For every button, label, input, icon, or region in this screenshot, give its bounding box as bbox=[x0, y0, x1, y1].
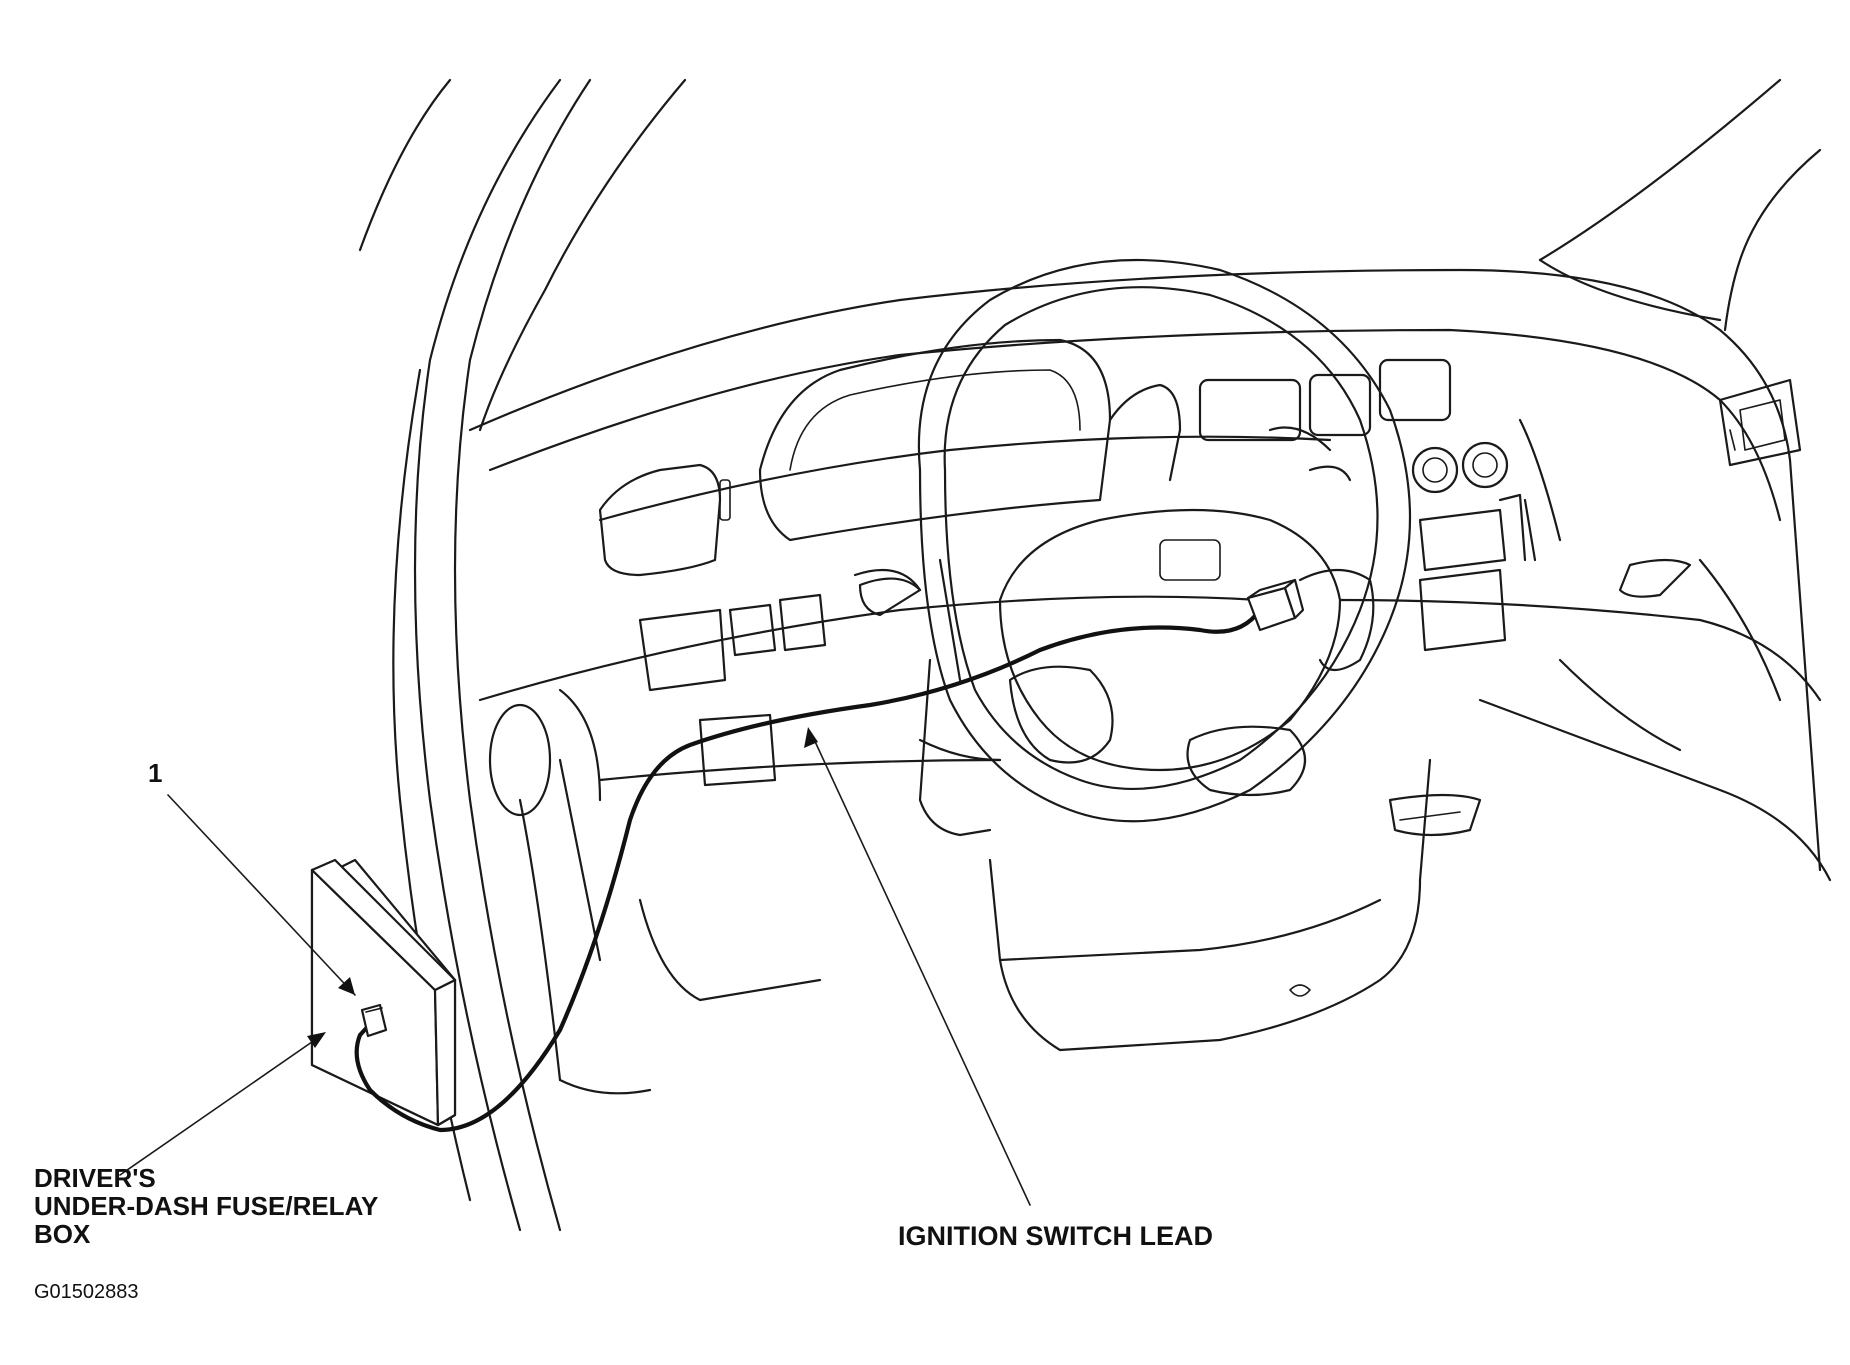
left-switch-panel bbox=[638, 577, 922, 787]
ignition-switch-lead bbox=[354, 607, 1263, 1133]
fuse-box-label-line-3: BOX bbox=[34, 1219, 91, 1249]
windshield-frame bbox=[1538, 78, 1822, 332]
switch-connector-icon bbox=[1246, 578, 1305, 632]
leader-fuse-box bbox=[119, 1032, 326, 1176]
steering-wheel-icon bbox=[917, 258, 1412, 823]
dashboard bbox=[468, 268, 1832, 1095]
relay-box-icon bbox=[310, 858, 457, 1127]
fuse-box-label-line-1: DRIVER'S bbox=[34, 1163, 156, 1193]
fuse-box-label-line-2: UNDER-DASH FUSE/RELAY bbox=[34, 1191, 378, 1221]
figure-code: G01502883 bbox=[34, 1281, 139, 1303]
item-number-label: 1 bbox=[148, 758, 162, 788]
leader-ignition-lead bbox=[804, 727, 1031, 1206]
door-speaker bbox=[488, 688, 602, 817]
leader-item-1 bbox=[167, 794, 356, 996]
instrument-cluster bbox=[598, 338, 1182, 577]
ignition-lead-label: IGNITION SWITCH LEAD bbox=[898, 1221, 1213, 1251]
center-stack bbox=[1198, 358, 1802, 837]
connector-icon bbox=[360, 1003, 388, 1038]
